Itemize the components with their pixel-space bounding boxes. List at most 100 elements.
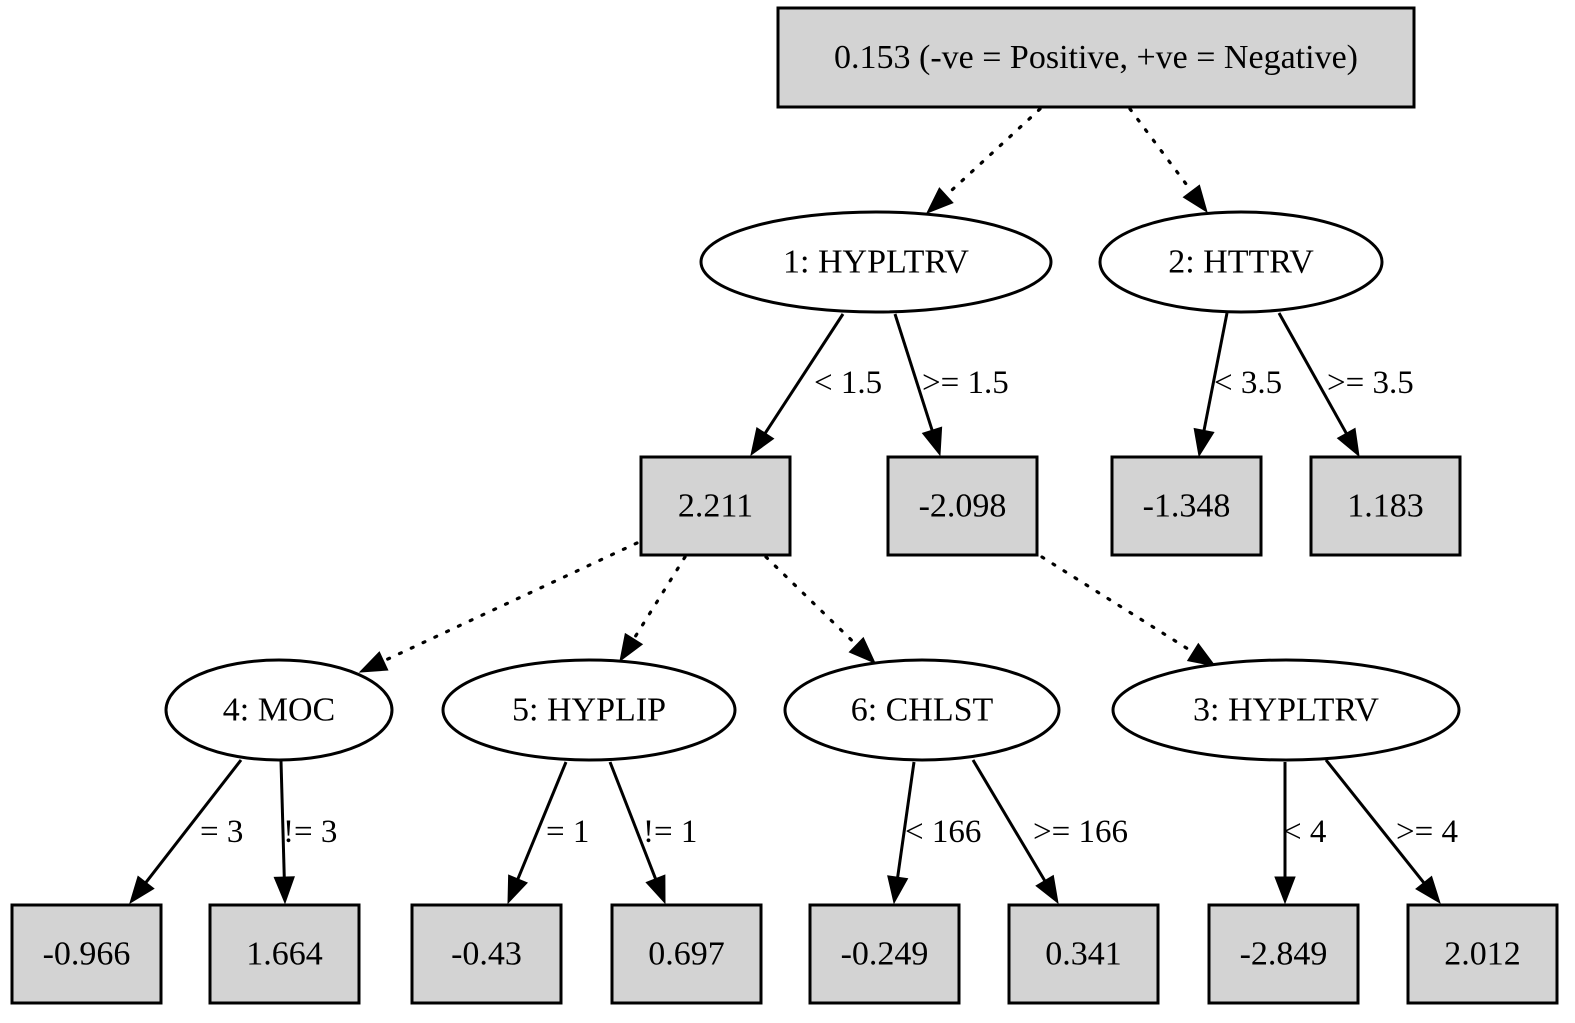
edge-root-n1 bbox=[925, 107, 1042, 214]
edge-v2211-n6 bbox=[764, 555, 876, 664]
node-label: 2: HTTRV bbox=[1168, 244, 1314, 281]
edge-v2211-n4 bbox=[358, 541, 639, 673]
value-box bbox=[1406, 903, 1559, 1005]
node-vm2098: -2.098 bbox=[886, 455, 1039, 557]
value-box bbox=[639, 455, 792, 557]
arrowhead bbox=[129, 875, 155, 905]
node-label: 0.697 bbox=[648, 936, 725, 973]
node-n1: 1: HYPLTRV bbox=[699, 210, 1053, 314]
edge-label: < 3.5 bbox=[1214, 365, 1282, 401]
edge-n1-vm2098: >= 1.5 bbox=[893, 313, 1009, 457]
node-n5: 5: HYPLIP bbox=[441, 658, 737, 762]
arrowhead bbox=[1186, 642, 1217, 667]
edge-line bbox=[1324, 759, 1425, 884]
arrowhead bbox=[921, 426, 943, 457]
edge-n2-vm1348: < 3.5 bbox=[1193, 312, 1282, 458]
arrowhead bbox=[1336, 427, 1360, 458]
node-vm0966: -0.966 bbox=[10, 903, 163, 1005]
edge-line bbox=[1128, 107, 1194, 193]
node-vm1348: -1.348 bbox=[1110, 455, 1263, 557]
node-label: 2.012 bbox=[1444, 936, 1521, 973]
arrowhead bbox=[887, 875, 909, 905]
edge-label: = 1 bbox=[546, 814, 589, 850]
value-box bbox=[1110, 455, 1263, 557]
node-label: -0.43 bbox=[451, 936, 522, 973]
arrowhead bbox=[1415, 875, 1441, 905]
edge-n6-vm0249: < 166 bbox=[887, 761, 981, 905]
edge-root-n2 bbox=[1128, 107, 1208, 214]
edge-label: != 3 bbox=[283, 814, 337, 850]
edge-line bbox=[944, 107, 1042, 197]
arrowhead bbox=[1182, 184, 1208, 214]
edge-line bbox=[144, 759, 243, 884]
arrowhead bbox=[358, 651, 389, 673]
node-v2211: 2.211 bbox=[639, 455, 792, 557]
edge-label: >= 1.5 bbox=[922, 365, 1009, 401]
node-label: 5: HYPLIP bbox=[512, 692, 666, 729]
value-box bbox=[10, 903, 163, 1005]
edge-label: = 3 bbox=[200, 814, 243, 850]
edge-n1-v2211: < 1.5 bbox=[750, 313, 882, 457]
node-n6: 6: CHLST bbox=[783, 658, 1061, 762]
node-n3: 3: HYPLTRV bbox=[1111, 658, 1461, 762]
split-ellipse bbox=[164, 658, 394, 762]
node-label: -2.849 bbox=[1240, 936, 1328, 973]
arrowhead bbox=[1193, 427, 1215, 458]
edge-label: >= 4 bbox=[1396, 814, 1458, 850]
edge-label: < 166 bbox=[905, 814, 981, 850]
edge-line bbox=[893, 313, 934, 431]
node-v1183: 1.183 bbox=[1309, 455, 1462, 557]
value-box bbox=[1309, 455, 1462, 557]
node-vm2849: -2.849 bbox=[1207, 903, 1360, 1005]
split-ellipse bbox=[441, 658, 737, 762]
value-box bbox=[808, 903, 961, 1005]
edge-line bbox=[971, 759, 1047, 882]
node-label: 1.664 bbox=[246, 936, 323, 973]
node-label: 0.341 bbox=[1045, 936, 1122, 973]
edge-line bbox=[632, 555, 687, 641]
value-box bbox=[886, 455, 1039, 557]
node-label: 2.211 bbox=[678, 488, 753, 525]
value-box bbox=[1207, 903, 1360, 1005]
node-vm043: -0.43 bbox=[410, 903, 563, 1005]
edge-n5-v0697: != 1 bbox=[608, 761, 697, 905]
arrowhead bbox=[507, 874, 529, 905]
value-box bbox=[610, 903, 763, 1005]
node-label: -0.966 bbox=[43, 936, 131, 973]
edge-n4-v1664: != 3 bbox=[273, 760, 337, 905]
node-root: 0.153 (-ve = Positive, +ve = Negative) bbox=[776, 6, 1416, 109]
edge-line bbox=[1277, 312, 1348, 435]
node-label: -1.348 bbox=[1143, 488, 1231, 525]
edge-line bbox=[381, 541, 639, 663]
node-n2: 2: HTTRV bbox=[1098, 210, 1384, 314]
split-ellipse bbox=[783, 658, 1061, 762]
edge-line bbox=[896, 761, 916, 878]
edge-vm2098-n3 bbox=[1040, 555, 1217, 667]
value-box bbox=[776, 6, 1416, 109]
edge-line bbox=[516, 761, 568, 880]
arrowhead bbox=[1035, 874, 1059, 905]
edge-line bbox=[763, 313, 845, 435]
edges-layer: < 1.5 >= 1.5 < 3.5 >= 3.5 = 3 != 3 = 1 != 1 < 16… bbox=[129, 107, 1458, 905]
split-ellipse bbox=[1098, 210, 1384, 314]
node-label: 1.183 bbox=[1347, 488, 1424, 525]
node-label: -2.098 bbox=[919, 488, 1007, 525]
arrowhead bbox=[848, 636, 876, 664]
node-v0697: 0.697 bbox=[610, 903, 763, 1005]
node-label: 0.153 (-ve = Positive, +ve = Negative) bbox=[834, 39, 1358, 76]
arrowhead bbox=[645, 874, 666, 905]
edge-v2211-n5 bbox=[619, 555, 687, 663]
edge-line bbox=[1202, 312, 1229, 431]
arrowhead bbox=[273, 876, 295, 905]
split-ellipse bbox=[699, 210, 1053, 314]
value-box bbox=[208, 903, 361, 1005]
edge-label: >= 3.5 bbox=[1327, 365, 1414, 401]
value-box bbox=[1007, 903, 1160, 1005]
node-vm0249: -0.249 bbox=[808, 903, 961, 1005]
edge-label: >= 166 bbox=[1033, 814, 1128, 850]
node-v2012: 2.012 bbox=[1406, 903, 1559, 1005]
edge-n4-vm0966: = 3 bbox=[129, 759, 243, 905]
edge-n5-vm043: = 1 bbox=[507, 761, 589, 905]
edge-line bbox=[1040, 555, 1195, 654]
